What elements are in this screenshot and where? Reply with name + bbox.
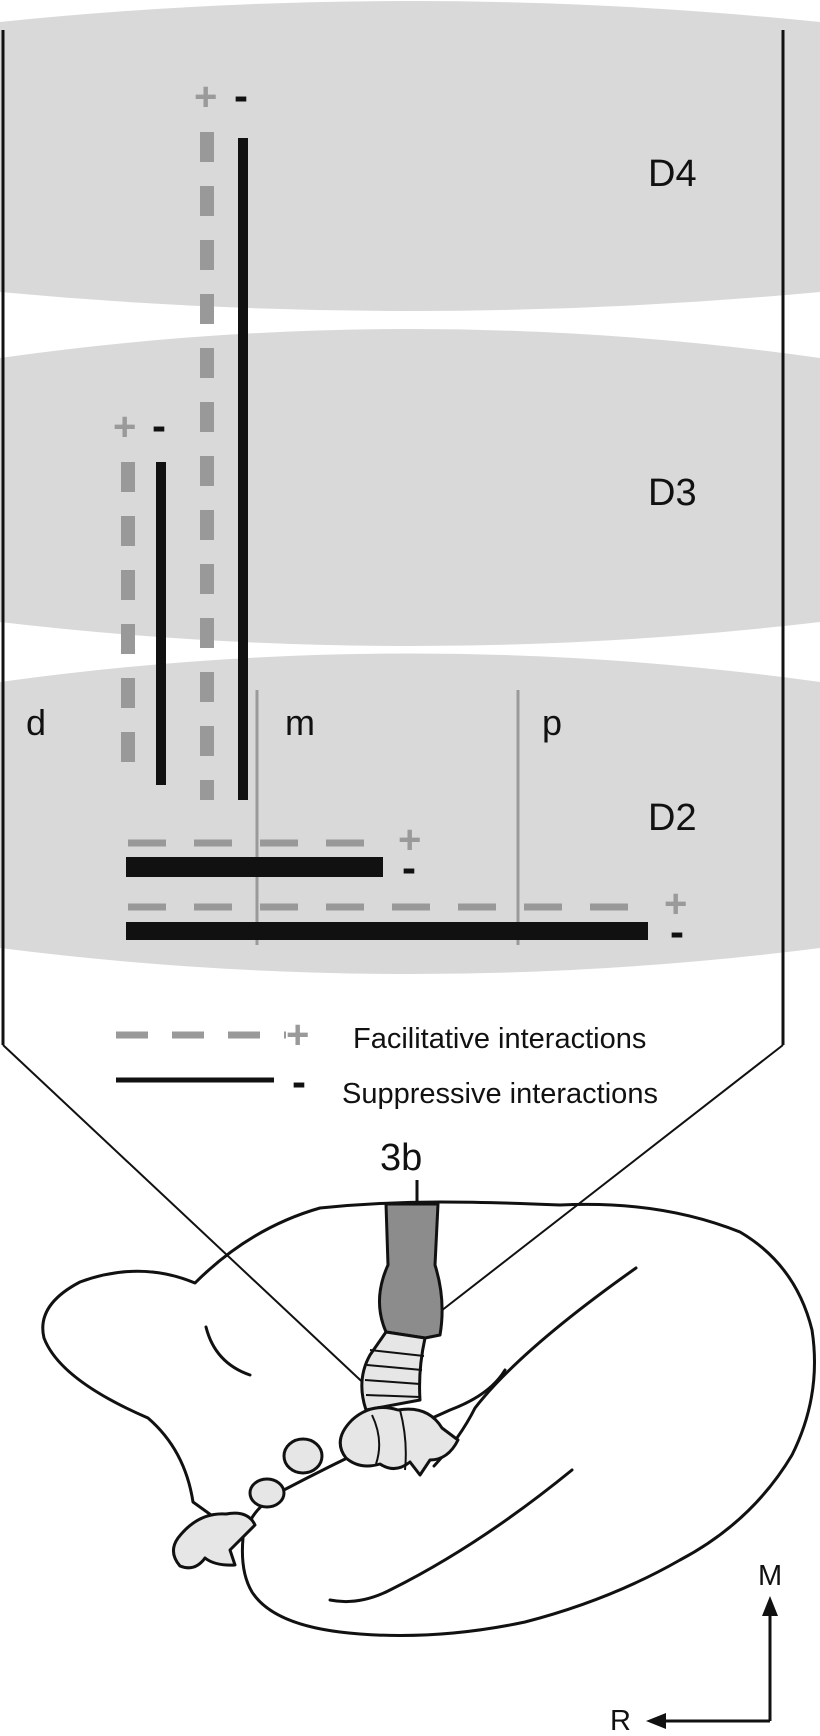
area-3b-strip: [377, 1202, 444, 1340]
zoom-line-right: [431, 1044, 784, 1319]
plus-sign-d3: +: [113, 405, 136, 449]
hand-digits-representation: [360, 1330, 427, 1412]
minus-sign-d3: -: [152, 402, 166, 449]
pad-dividers: [371, 1409, 407, 1471]
brain-outline: [41, 1200, 816, 1637]
area-3b-map: [172, 1202, 460, 1570]
digit-label-d2: D2: [648, 797, 697, 839]
legend-suppressive-label: Suppressive interactions: [342, 1078, 658, 1110]
legend-facilitative-label: Facilitative interactions: [353, 1023, 646, 1055]
face-representation-1: [282, 1437, 324, 1475]
band-d4: [0, 1, 820, 311]
minus-sign-d2-lower: -: [670, 908, 684, 955]
palm-pads: [338, 1406, 460, 1477]
plus-sign-d2-upper: +: [398, 818, 421, 862]
legend-facilitative-plus: +: [286, 1013, 309, 1057]
face-representation-3: [172, 1511, 257, 1570]
orientation-axes: M R: [610, 1560, 782, 1736]
minus-sign-d4: -: [234, 72, 248, 119]
zoom-line-left: [2, 1044, 374, 1393]
area-label-3b: 3b: [380, 1137, 422, 1179]
segment-label-proximal: p: [542, 702, 562, 743]
sulcus-lower-right: [328, 1468, 574, 1604]
arrowhead-rostral: [646, 1713, 666, 1729]
face-representation-2: [248, 1477, 286, 1509]
legend-suppressive-minus: -: [292, 1058, 306, 1105]
legend: + Facilitative interactions - Suppressiv…: [116, 1013, 658, 1110]
sulcus-central-right: [432, 1266, 638, 1468]
orientation-label-rostral: R: [610, 1705, 631, 1736]
orientation-label-medial: M: [758, 1560, 782, 1592]
plus-sign-d4: +: [194, 75, 217, 119]
sulcus-upper-left: [204, 1325, 252, 1377]
digit-dividers: [364, 1349, 425, 1398]
digit-label-d4: D4: [648, 153, 697, 195]
arrowhead-medial: [762, 1596, 778, 1616]
plus-sign-d2-lower: +: [664, 882, 687, 926]
segment-label-distal: d: [26, 702, 46, 743]
digit-label-d3: D3: [648, 472, 697, 514]
minus-sign-d2-upper: -: [402, 844, 416, 891]
segment-label-middle: m: [285, 702, 315, 743]
